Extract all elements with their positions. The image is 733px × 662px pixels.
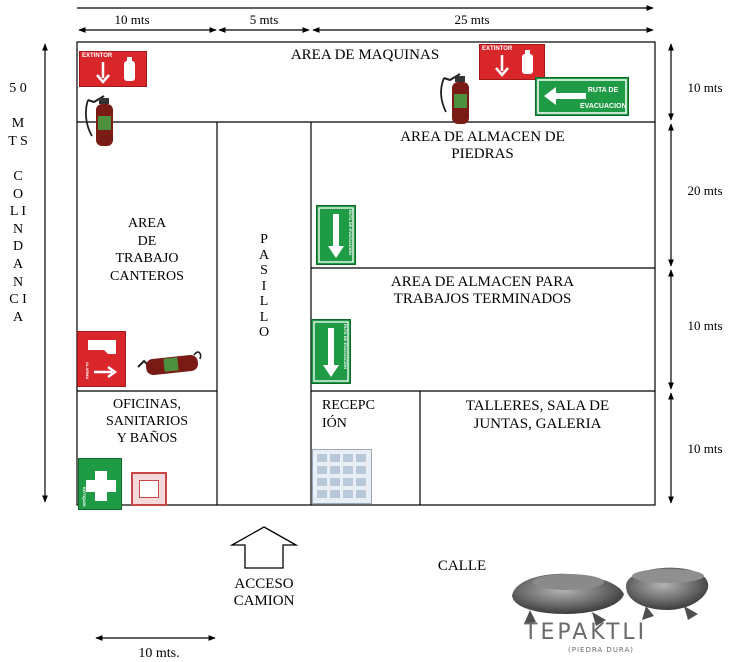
recepcion-label: RECEPC IÓN (322, 398, 375, 431)
fire-extinguisher-icon (85, 95, 113, 146)
area-almacen-terminados-label: AREA DE ALMACEN PARA TRABAJOS TERMINADOS (390, 274, 575, 307)
acceso-camion-label: ACCESO CAMION (233, 576, 295, 609)
logo-name: TEPAKTLI (524, 620, 648, 645)
dim-label-left-vertical: 5 0 M T S C O L I N D A N C I A (8, 81, 28, 325)
oficinas-label: OFICINAS, SANITARIOS Y BAÑOS (105, 397, 189, 446)
area-maquinas-label: AREA DE MAQUINAS (290, 47, 440, 63)
dim-label-bottom-10: 10 mts. (138, 646, 180, 661)
area-almacen-piedras-label: AREA DE ALMACEN DE PIEDRAS (400, 129, 565, 162)
fire-extinguisher-icon (440, 73, 469, 124)
reception-panel-icon (312, 449, 372, 504)
ruta-evacuacion-sign-icon: RUTA DE EVACUACION (535, 77, 629, 116)
talleres-label: TALLERES, SALA DE JUNTAS, GALERIA (465, 398, 610, 432)
access-arrow-icon (229, 526, 299, 569)
ruta-evacuacion-vertical-sign-icon: RUTA DE EVACUACION (311, 319, 351, 384)
dim-label-top-10: 10 mts (114, 12, 150, 27)
fire-extinguisher-icon (137, 351, 202, 375)
ruta-evacuacion-vertical-sign-icon: RUTA DE EVACUACION (316, 205, 356, 265)
molcajete-logo-icon (512, 567, 709, 626)
alarm-box-icon (131, 472, 167, 506)
first-aid-sign-icon: BOTIQUIN (78, 458, 122, 510)
dim-label-right-20: 20 mts (687, 183, 723, 198)
alarma-sign-icon: ALARMA (77, 331, 126, 387)
logo-subtitle: (PIEDRA DURA) (568, 646, 635, 654)
dim-label-right-10a: 10 mts (687, 80, 723, 95)
dim-label-right-10b: 10 mts (687, 318, 723, 333)
area-trabajo-canteros-label: AREA DE TRABAJO CANTEROS (110, 216, 184, 284)
dim-label-top-5: 5 mts (249, 12, 279, 27)
extintor-sign-icon: EXTINTOR (79, 51, 147, 87)
site-boundary (76, 41, 656, 506)
dim-label-top-25: 25 mts (454, 12, 490, 27)
extintor-sign-icon: EXTINTOR (479, 44, 545, 80)
calle-label: CALLE (437, 558, 487, 574)
pasillo-label: P A S I L L O (258, 232, 270, 340)
dim-label-right-10c: 10 mts (687, 441, 723, 456)
